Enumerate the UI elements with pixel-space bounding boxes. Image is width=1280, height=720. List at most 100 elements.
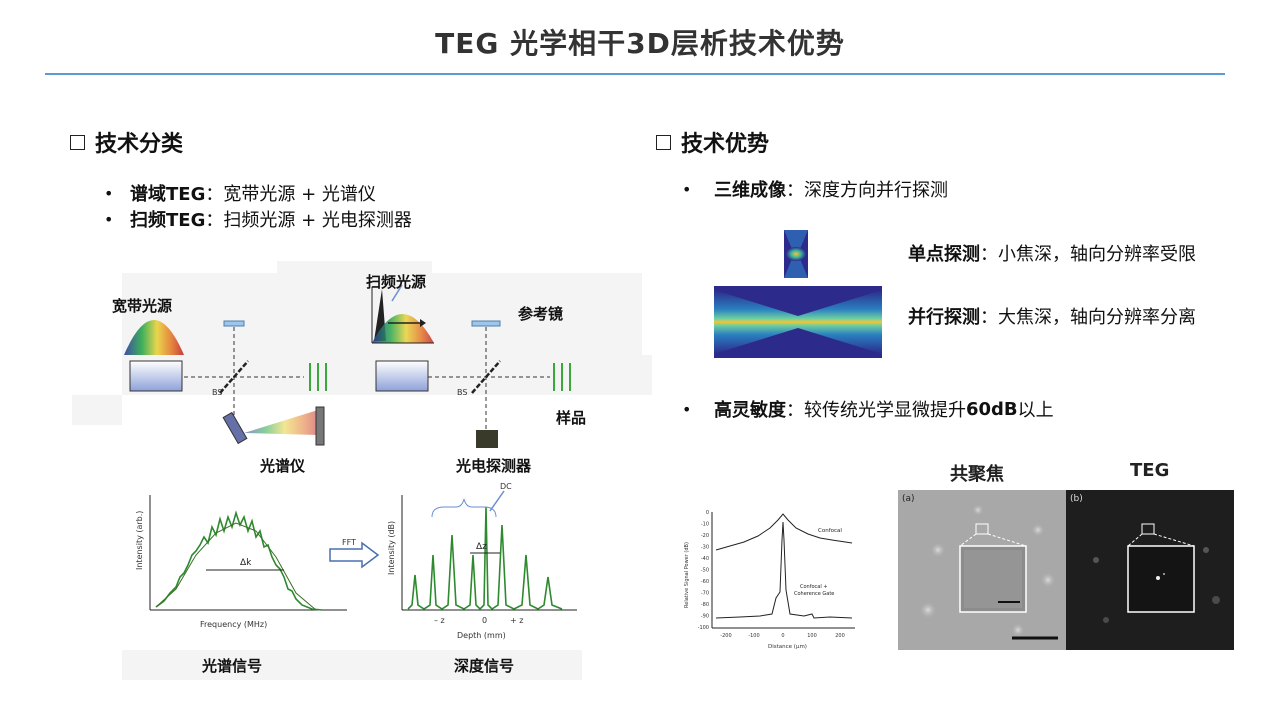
page-title: TEG 光学相干3D层析技术优势 <box>435 27 845 60</box>
bullet-dot-icon: • <box>682 399 692 419</box>
dc-pointer-icon <box>489 490 505 512</box>
single-point-separator: ： <box>980 244 998 265</box>
label-sample: 样品 <box>556 409 587 427</box>
coherence-gate-curve <box>715 521 853 619</box>
delta-k-label: Δk <box>240 558 252 568</box>
xtick: 100 <box>807 633 817 639</box>
signal-power-svg: 0 -10 -20 -30 -40 -50 -60 -70 -80 -90 -1… <box>684 510 855 650</box>
depth-tick-minus: – z <box>434 616 445 625</box>
section-heading-text: 技术优势 <box>681 132 770 157</box>
swept-source-box <box>375 360 429 392</box>
xtick: -200 <box>720 633 731 639</box>
single-point-term: 单点探测 <box>908 244 980 265</box>
graph-xlabel: Distance (μm) <box>768 644 807 650</box>
graph-ylabel: Relative Signal Power (dB) <box>684 542 690 608</box>
sweep-arrowhead-icon <box>420 319 426 327</box>
swept-spectrum-icon <box>372 314 434 343</box>
single-point-beam-svg <box>784 230 808 278</box>
depth-peaks-line <box>407 506 563 611</box>
bullet-separator: ： <box>786 180 804 201</box>
bullet-spectral-teg: • 谱域TEG ： 宽带光源 + 光谱仪 <box>104 180 376 206</box>
label-spectral-signal: 光谱信号 <box>202 657 263 675</box>
label-photodetector: 光电探测器 <box>456 457 532 475</box>
coherence-label-1: Confocal + <box>800 584 828 590</box>
ytick: 0 <box>706 510 709 516</box>
teg-schematic-figure: BS BS Δk Intensity (arb.) Frequency (MHz… <box>72 255 652 680</box>
confocal-image-svg <box>919 504 1058 640</box>
delta-z-label: Δz <box>476 542 487 552</box>
figure-background <box>72 261 652 680</box>
bs-label-2: BS <box>457 388 467 397</box>
ytick: -60 <box>701 579 709 585</box>
teg-image-panel: (b) <box>1066 490 1234 650</box>
photodetector-icon <box>476 430 498 448</box>
schematic-svg: BS BS Δk Intensity (arb.) Frequency (MHz… <box>72 261 652 680</box>
parallel-beam-svg <box>714 286 882 358</box>
bullet-term: 三维成像 <box>714 180 786 201</box>
bs-label-1: BS <box>212 388 222 397</box>
bullet-highlight: 60dB <box>966 398 1018 420</box>
bullet-dot-icon: • <box>104 209 114 229</box>
ytick: -50 <box>701 568 709 574</box>
single-point-desc: 小焦深，轴向分辨率受限 <box>998 244 1196 265</box>
dc-label: DC <box>500 482 512 491</box>
depth-tick-plus: + z <box>510 616 523 625</box>
caption-teg: TEG <box>1130 460 1170 481</box>
label-swept-source: 扫频光源 <box>366 273 427 291</box>
beam-splitter-1 <box>219 360 249 394</box>
ytick: -90 <box>701 614 709 620</box>
beam-splitter-2 <box>471 360 501 394</box>
depth-plot-ylabel: Intensity (dB) <box>387 521 396 575</box>
ytick: -20 <box>701 533 709 539</box>
confocal-curve <box>715 513 853 551</box>
label-spectrometer: 光谱仪 <box>260 457 306 475</box>
dispersed-light-icon <box>244 410 318 435</box>
grating-icon <box>222 411 248 445</box>
ytick: -30 <box>701 545 709 551</box>
signal-power-graph: 0 -10 -20 -30 -40 -50 -60 -70 -80 -90 -1… <box>680 500 860 660</box>
bullet-separator: ： <box>786 400 804 421</box>
ytick: -10 <box>701 522 709 528</box>
bullet-separator: ： <box>205 210 224 231</box>
panel-tag-b: (b) <box>1070 494 1083 504</box>
pointer-arrow-icon <box>391 284 403 302</box>
xtick: -100 <box>748 633 759 639</box>
reference-mirror-2 <box>471 320 501 327</box>
depth-plot-xlabel: Depth (mm) <box>457 631 506 640</box>
bullet-desc-post: 以上 <box>1017 400 1054 421</box>
caption-confocal: 共聚焦 <box>950 464 1004 485</box>
ytick: -100 <box>698 625 709 631</box>
spec-plot-ylabel: Intensity (arb.) <box>135 511 144 570</box>
bullet-term: 扫频TEG <box>130 210 206 231</box>
fft-arrow-icon <box>329 541 380 569</box>
xtick: 200 <box>835 633 845 639</box>
section-heading-text: 技术分类 <box>95 132 184 157</box>
parallel-term: 并行探测 <box>908 307 980 328</box>
title-divider <box>45 73 1225 75</box>
parallel-beam-image <box>714 286 882 358</box>
spectral-envelope-line <box>155 522 317 611</box>
ytick: -80 <box>701 602 709 608</box>
bullet-high-sensitivity: • 高灵敏度 ： 较传统光学显微提升 60dB 以上 <box>682 396 1054 422</box>
ytick: -70 <box>701 591 709 597</box>
bullet-dot-icon: • <box>682 179 692 199</box>
confocal-image-panel: (a) <box>898 490 1066 650</box>
label-reference-mirror: 参考镜 <box>518 305 564 323</box>
depth-tick-zero: 0 <box>482 616 487 625</box>
parallel-separator: ： <box>980 307 998 328</box>
panel-tag-a: (a) <box>902 494 915 504</box>
checkbox-square-icon <box>70 134 85 150</box>
bullet-3d-imaging: • 三维成像 ： 深度方向并行探测 <box>682 176 948 202</box>
checkbox-square-icon <box>656 134 671 150</box>
broadband-spectrum-icon <box>124 320 184 355</box>
xtick: 0 <box>781 633 784 639</box>
broadband-source-box <box>129 360 183 392</box>
bullet-separator: ： <box>205 184 224 205</box>
reference-mirror-1 <box>223 320 245 327</box>
bullet-term: 谱域TEG <box>130 184 206 205</box>
bullet-desc: 宽带光源 + 光谱仪 <box>223 184 376 205</box>
confocal-label: Confocal <box>818 528 842 534</box>
label-broadband-source: 宽带光源 <box>112 297 173 315</box>
bullet-swept-teg: • 扫频TEG ： 扫频光源 + 光电探测器 <box>104 206 412 232</box>
section-heading-advantages: 技术优势 <box>656 126 769 158</box>
